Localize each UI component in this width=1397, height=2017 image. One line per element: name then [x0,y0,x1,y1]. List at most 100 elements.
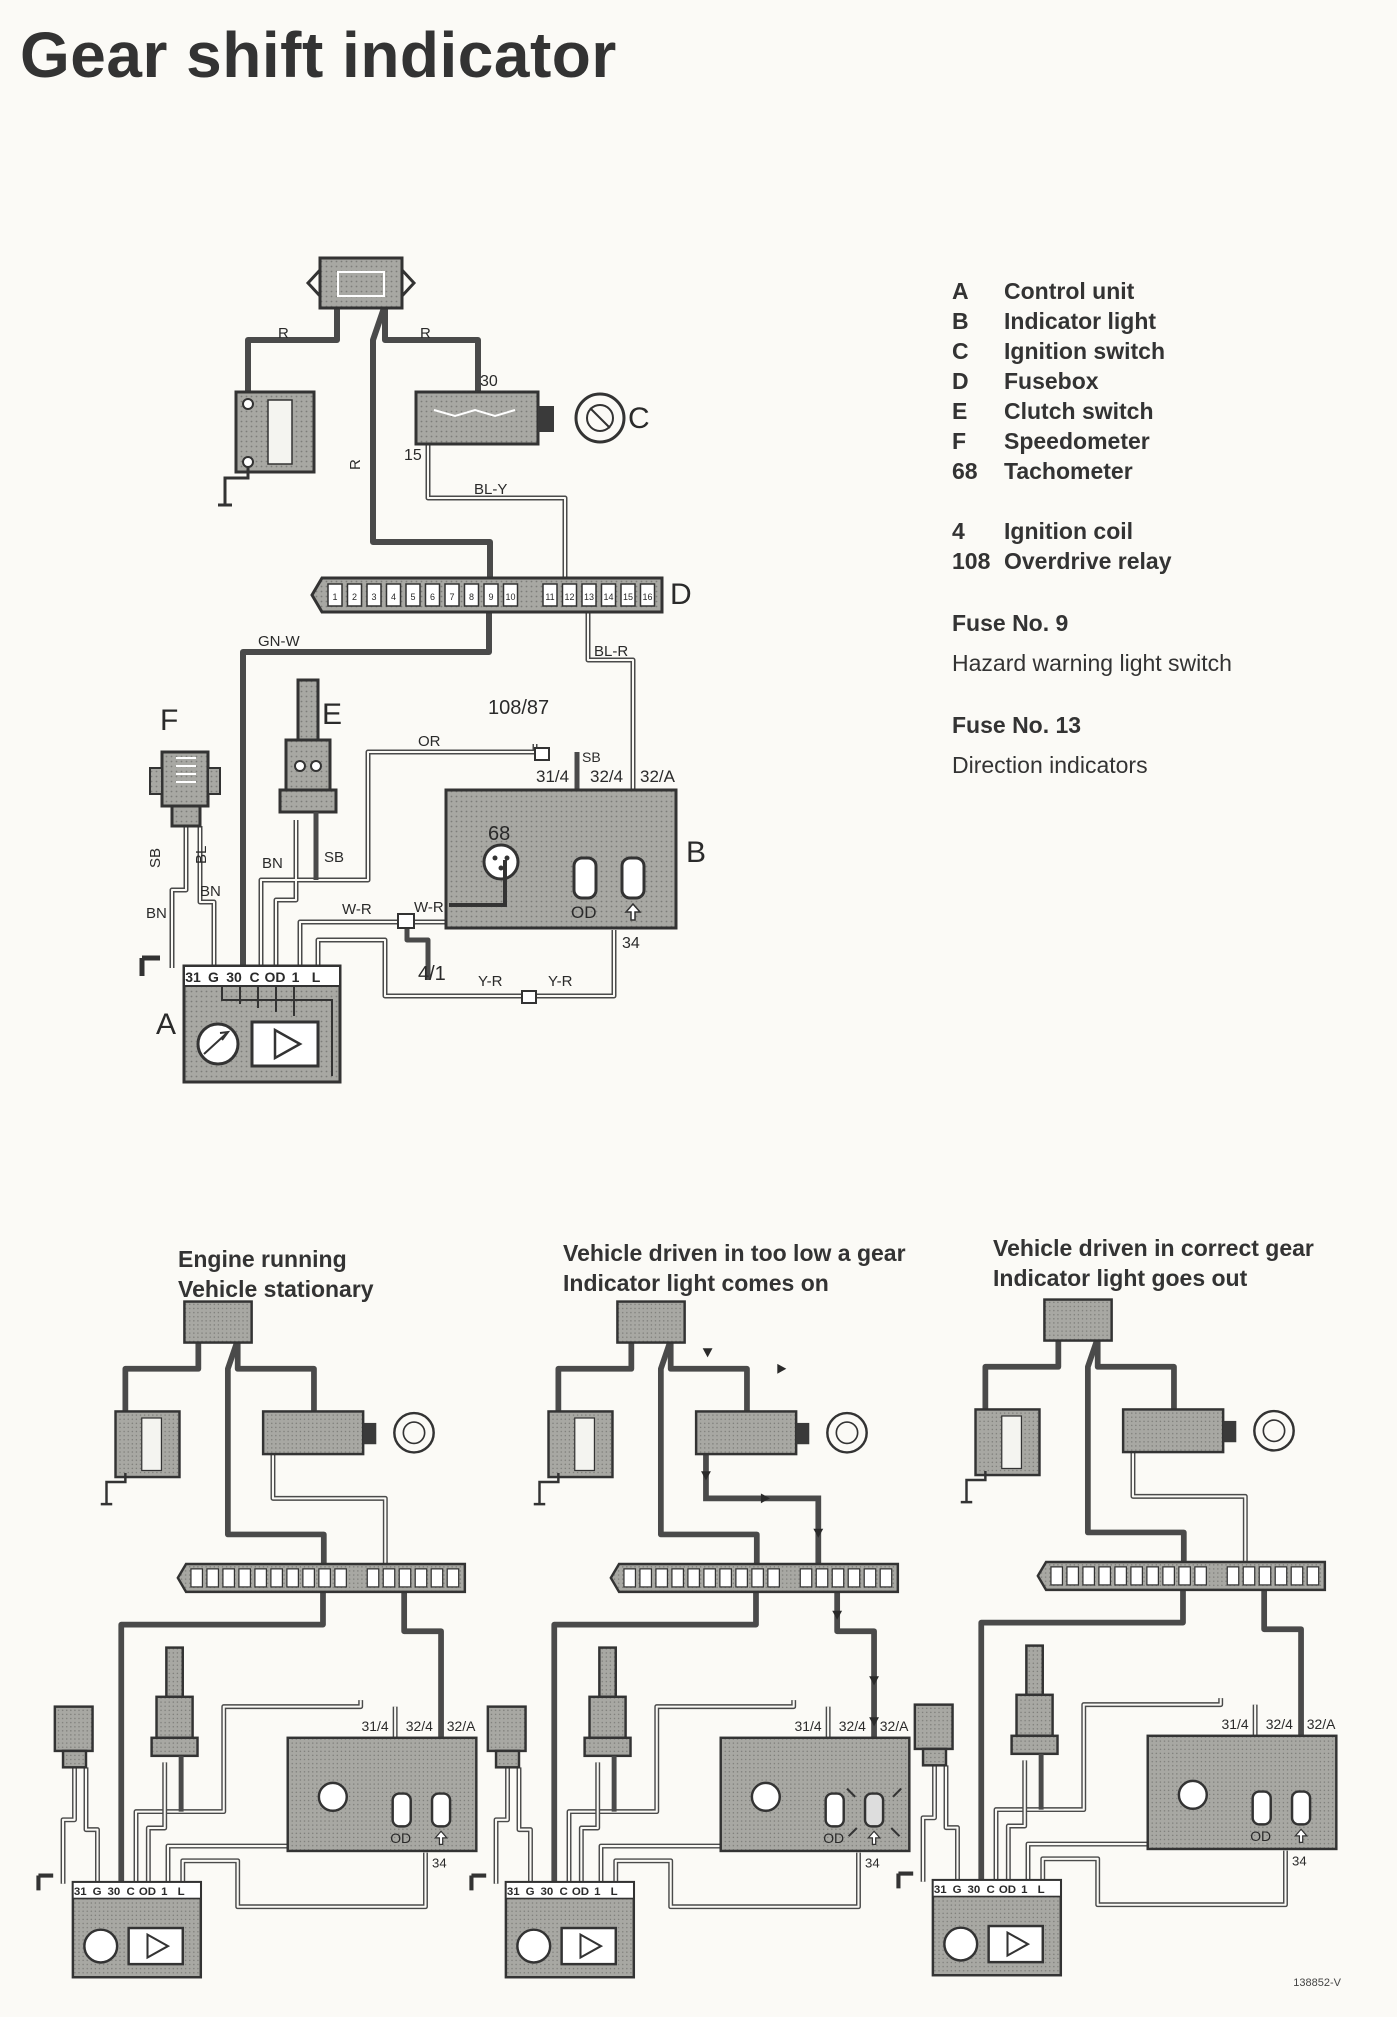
wire [920,1765,937,1882]
speedometer [913,1703,954,1751]
wire [657,1339,760,1564]
od-bulb [391,1792,412,1828]
fuse-slot [502,583,519,607]
fuse-slot [1114,1566,1128,1586]
legend-name: Tachometer [1004,458,1133,484]
fuse-slot [424,583,441,607]
light-ray [846,1787,856,1798]
wire-label: BN [146,905,167,922]
clutch-switch [598,1646,617,1699]
up-arrow-icon [1293,1828,1309,1844]
wire-label: GN-W [258,633,300,650]
terminal-label: 68 [488,823,510,845]
wire-label: OR [418,733,441,750]
fuse-slot [414,1568,428,1588]
speedometer [160,750,210,808]
terminal-label: 4/1 [418,963,446,985]
fuse-slot [206,1568,220,1588]
terminal-label: 34 [622,935,640,952]
fuse-slot [863,1568,877,1588]
arrow-bulb [1290,1790,1312,1826]
amplifier-icon [579,1932,604,1960]
component-label-a: A [156,1008,176,1041]
fuse-slot [430,1568,444,1588]
terminal-label: 31/4 [362,1718,389,1734]
terminal-label: OD [823,1830,844,1846]
wire [224,1339,327,1564]
fuse-number: 8 [469,592,474,602]
fuse-slot [405,583,421,607]
wire [516,1767,533,1884]
terminal-label: 108/87 [488,697,549,719]
component-label-b: B [686,836,706,869]
terminal-label: 32/A [1307,1716,1336,1732]
wire [555,1340,635,1412]
component-label-d: D [670,578,692,611]
arrow-bulb [620,856,646,900]
wire-label: SB [147,848,164,868]
arrow-bulb [863,1792,885,1828]
fuse-slot [1274,1566,1288,1586]
speedometer [53,1705,94,1753]
fuse-number: 14 [603,592,613,602]
amplifier-icon [146,1932,171,1960]
terminal-label: 34 [432,1855,447,1870]
fuse-slot [1242,1566,1256,1586]
fuse-number: 1 [332,592,337,602]
wire [978,1589,1186,1882]
wire-label: W-R [342,901,372,918]
control-unit-sensor-icon [516,1928,552,1964]
light-ray [892,1787,902,1798]
wire-r-ignition [382,305,481,392]
fuse-slot [671,1568,685,1588]
fuse-number: 3 [371,592,376,602]
state-line: Indicator light goes out [993,1265,1248,1291]
terminal-label: 1 [161,1886,168,1898]
terminal-label: OD [572,1886,589,1898]
wire [122,1340,202,1412]
terminal-label: OD [390,1830,411,1846]
terminal-label: 1 [594,1886,601,1898]
wire [1130,1452,1248,1562]
fuse-slot [270,1568,284,1588]
terminal-label: 34 [1292,1853,1307,1868]
fuse-number: 6 [430,592,435,602]
fuse-slot [639,583,656,607]
fuse-number: 11 [545,592,554,602]
current-flow-arrow-icon [813,1528,824,1538]
top-module [1043,1298,1113,1342]
wire-bn-e [273,820,299,968]
terminal-label: 30 [480,373,498,390]
component-label-f: F [160,704,178,737]
legend-name: Fusebox [1004,368,1099,394]
terminal-label: OD [571,903,597,922]
ignition-key-icon [393,1411,435,1454]
state-caption-stationary: Engine running Vehicle stationary [178,1244,374,1304]
state-line: Vehicle driven in correct gear [993,1235,1314,1261]
fuse-number: 4 [391,592,396,602]
wire-label: R [420,325,431,342]
wire [982,1338,1062,1410]
wire-label: W-R [414,899,444,916]
fuse-slot [302,1568,315,1588]
current-flow-arrow-icon [702,1348,713,1358]
clutch-switch [1025,1644,1044,1697]
ignition-switch [1121,1408,1225,1454]
legend-name: Speedometer [1004,428,1150,454]
terminal-label: 31/4 [536,767,569,786]
fuse-slot [318,1568,331,1588]
od-bulb [1251,1790,1272,1826]
fuse-slot [751,1568,764,1588]
terminal-label: 32/4 [406,1718,433,1734]
fuse-slot [382,1568,396,1588]
terminal-label: G [208,969,219,985]
up-arrow-icon [866,1830,882,1846]
wire-label: BN [262,855,283,872]
wire [667,1340,750,1412]
fuse-number: 13 [584,592,594,602]
fuse-slot [879,1568,893,1588]
terminal-label: C [249,969,259,985]
legend-key: 4 [952,518,965,544]
terminal-label: 31 [74,1886,87,1898]
